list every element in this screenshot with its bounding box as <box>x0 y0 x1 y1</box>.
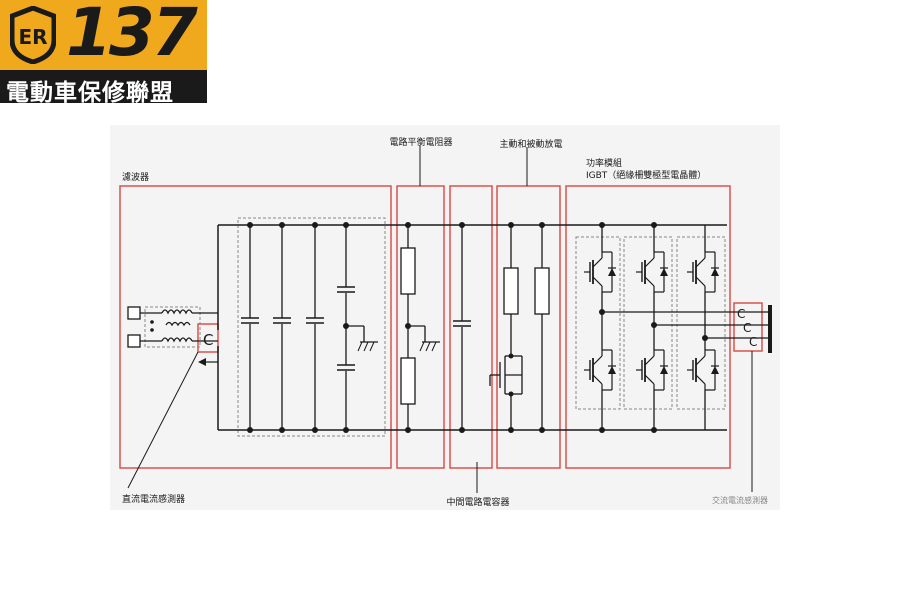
dc-rails <box>217 224 727 431</box>
logo-number: 137 <box>66 0 198 71</box>
filter-dashed-group <box>237 217 386 437</box>
filter-capacitors <box>249 225 365 430</box>
filter-cap-y2 <box>336 364 356 371</box>
dc-sensor-label: 直流電流感測器 <box>122 493 185 505</box>
ac-sensor-glyph-u: C <box>737 307 745 321</box>
balance-resistor-label: 電路平衡電阻器 <box>389 136 452 148</box>
dc-link-capacitor-label: 中間電路電容器 <box>446 496 509 508</box>
igbt-legs <box>601 225 772 430</box>
junction-dots <box>247 222 708 433</box>
igbt-leg-1-dashed <box>575 236 621 410</box>
ac-sensor-glyph-v: C <box>743 321 751 335</box>
igbt-q3 <box>635 251 669 293</box>
balance-resistors <box>400 225 426 430</box>
igbt-label: IGBT（絕緣柵雙極型電晶體） <box>586 169 706 181</box>
igbt-leg-2-dashed <box>623 236 673 410</box>
choke-dot-1 <box>150 320 154 324</box>
input-choke <box>127 306 218 348</box>
filter-cap-1 <box>240 317 260 324</box>
power-module-box <box>565 185 731 469</box>
balance-resistor-box <box>396 185 445 469</box>
filter-cap-2 <box>272 317 292 324</box>
dc-link-cap-plates <box>452 320 472 327</box>
ac-output-terminals <box>768 305 772 353</box>
igbt-q6 <box>686 349 720 391</box>
ac-sensor-glyph-w: C <box>749 335 757 349</box>
ac-sensor-label: 交流電流感測器 <box>712 495 768 505</box>
filter-cap-y1 <box>336 286 356 293</box>
circuit-svg: C <box>119 136 772 508</box>
filter-box <box>119 185 392 469</box>
dc-link-capacitor-box <box>449 185 493 469</box>
ground-filter <box>357 341 379 352</box>
filter-cap-3 <box>305 317 325 324</box>
igbt-q1 <box>583 251 617 293</box>
choke-dot-2 <box>150 328 154 332</box>
leader-lines <box>127 145 753 493</box>
logo-badge-letters: ER <box>18 25 47 49</box>
logo-subtitle: 電動車保修聯盟 <box>6 80 174 106</box>
discharge-label: 主動和被動放電 <box>499 138 562 150</box>
power-module-label: 功率模組 <box>586 157 622 169</box>
logo-top: ER 137 <box>0 0 207 71</box>
dc-sensor-glyph: C <box>203 331 213 349</box>
logo-bottom: 電動車保修聯盟 <box>0 70 207 106</box>
circuit-diagram: C <box>110 125 780 510</box>
ground-balance <box>419 341 441 352</box>
choke-dashed-group <box>144 306 201 348</box>
igbt-q2 <box>583 349 617 391</box>
discharge-circuit <box>489 225 550 430</box>
igbt-q4 <box>635 349 669 391</box>
logo: ER 137 電動車保修聯盟 <box>0 0 207 106</box>
dc-sensor-arrow <box>198 358 206 366</box>
ac-sensor-box <box>733 302 763 352</box>
igbt-q5 <box>686 251 720 293</box>
discharge-box <box>496 185 561 469</box>
dc-sensor-box <box>197 323 219 353</box>
filter-label: 濾波器 <box>122 171 149 183</box>
logo-badge-icon: ER <box>10 6 56 64</box>
